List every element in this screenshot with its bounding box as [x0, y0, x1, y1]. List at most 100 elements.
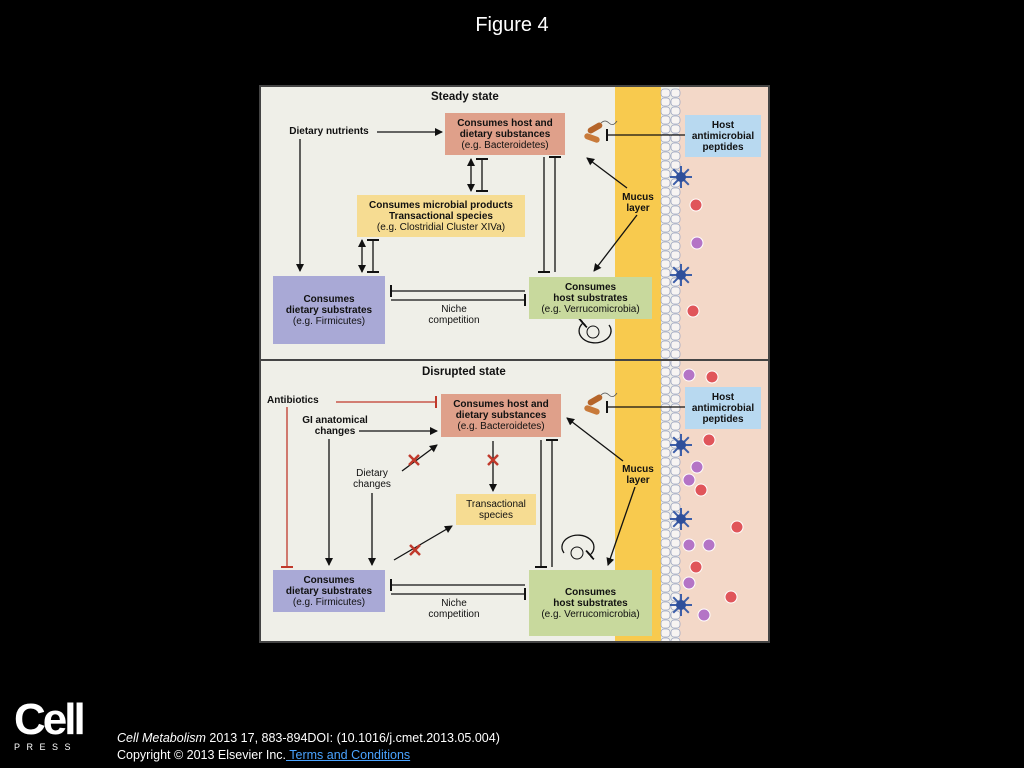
epithelial-cell [670, 250, 681, 260]
logo-sub: PRESS [14, 742, 78, 752]
epithelial-cell [660, 196, 671, 206]
dietary-changes-label: Dietary changes [339, 468, 405, 490]
terms-link[interactable]: Terms and Conditions [286, 748, 411, 762]
label-line: competition [428, 315, 480, 326]
epithelial-cell [670, 241, 681, 251]
verrucomicrobia-box-disrupted: Consumes host substrates (e.g. Verrucomi… [529, 570, 652, 636]
host-peptides-box-steady: Host antimicrobial peptides [685, 115, 761, 157]
epithelial-cell [660, 511, 671, 521]
epithelial-cell [670, 151, 681, 161]
epithelial-cell [670, 349, 681, 359]
epithelial-cell [670, 196, 681, 206]
epithelial-cell [660, 250, 671, 260]
immune-cells [682, 198, 744, 622]
dendritic-cell-icon [670, 264, 692, 286]
label-line: layer [626, 475, 650, 486]
epithelial-cell [670, 385, 681, 395]
epithelial-cell [660, 232, 671, 242]
epithelial-cell [660, 160, 671, 170]
immune-cell-icon [689, 560, 703, 574]
label-line: Dietary [356, 468, 388, 479]
epithelial-cell [670, 529, 681, 539]
box-line: Transactional [466, 498, 526, 510]
gi-changes-label: GI anatomical changes [291, 415, 379, 437]
epithelial-cell [660, 115, 671, 125]
epithelial-cell [660, 106, 671, 116]
niche-competition-label-steady: Niche competition [414, 304, 494, 326]
epithelial-cell [660, 304, 671, 314]
epithelial-cell [670, 106, 681, 116]
box-line: antimicrobial [691, 130, 755, 142]
copyright-line: Copyright © 2013 Elsevier Inc. Terms and… [117, 747, 500, 764]
epithelial-cell [660, 547, 671, 557]
epithelial-cell [670, 205, 681, 215]
epithelial-cell [660, 313, 671, 323]
epithelial-cell [670, 619, 681, 629]
epithelial-cell [660, 214, 671, 224]
immune-cell-icon [702, 433, 716, 447]
cell-press-logo: Cell PRESS [14, 698, 86, 753]
epithelial-cell [660, 502, 671, 512]
box-line: host substrates [553, 597, 628, 609]
epithelial-cell [670, 484, 681, 494]
epithelial-cell [660, 178, 671, 188]
epithelial-cell [670, 547, 681, 557]
dendritic-cell-icon [670, 166, 692, 188]
box-line: Host [711, 119, 735, 131]
box-line: (e.g. Verrucomicrobia) [541, 608, 640, 620]
epithelial-cell [660, 556, 671, 566]
epithelial-cell [670, 232, 681, 242]
immune-cell-icon [682, 368, 696, 382]
epithelial-cell [670, 313, 681, 323]
box-line: dietary substrates [285, 304, 373, 316]
epithelial-cell [660, 295, 671, 305]
antibiotics-label: Antibiotics [267, 395, 319, 406]
mucus-layer-label-steady: Mucus layer [615, 192, 661, 214]
epithelial-cell [660, 583, 671, 593]
epithelial-cell [670, 322, 681, 332]
epithelial-cell [660, 412, 671, 422]
epithelial-cell [670, 457, 681, 467]
epithelial-cell [660, 439, 671, 449]
bacteroidetes-box-disrupted: Consumes host and dietary substances (e.… [441, 394, 561, 437]
epithelial-cell [660, 97, 671, 107]
copyright-text: Copyright © 2013 Elsevier Inc. [117, 748, 287, 762]
epithelial-cell [660, 277, 671, 287]
blocked-x-icon [408, 454, 420, 466]
verrucomicrobia-box-steady: Consumes host substrates (e.g. Verrucomi… [529, 277, 652, 319]
immune-cell-icon [705, 370, 719, 384]
epithelial-cell [660, 475, 671, 485]
epithelial-cell [660, 349, 671, 359]
firmicutes-box-disrupted: Consumes dietary substrates (e.g. Firmic… [273, 570, 385, 612]
epithelial-cell [670, 214, 681, 224]
epithelial-cell [660, 286, 671, 296]
box-line: dietary substances [459, 128, 551, 140]
box-line: host substrates [553, 292, 628, 304]
epithelial-cell [660, 610, 671, 620]
epithelial-cell [670, 556, 681, 566]
label-line: changes [314, 426, 356, 437]
epithelial-cell [660, 430, 671, 440]
epithelial-cell [660, 187, 671, 197]
epithelial-cell [670, 430, 681, 440]
immune-cell-icon [702, 538, 716, 552]
epithelial-cell [660, 493, 671, 503]
box-line: Consumes microbial products [369, 199, 513, 211]
mucus-layer-band [615, 87, 661, 641]
citation-block: Cell Metabolism 2013 17, 883-894DOI: (10… [117, 730, 500, 764]
box-line: Consumes [303, 574, 355, 586]
epithelial-cell [670, 421, 681, 431]
box-line: Consumes [564, 281, 617, 293]
epithelial-cell [670, 223, 681, 233]
figure-title: Figure 4 [475, 14, 549, 36]
epithelial-cell [660, 340, 671, 350]
epithelial-cell [660, 403, 671, 413]
epithelial-cell [670, 88, 681, 98]
epithelial-cell [670, 376, 681, 386]
epithelial-cell [660, 223, 671, 233]
label-line: changes [353, 479, 391, 490]
dendritic-cells [670, 166, 692, 616]
epithelial-cell [670, 610, 681, 620]
epithelial-cell [660, 466, 671, 476]
epithelial-cells [660, 88, 681, 643]
